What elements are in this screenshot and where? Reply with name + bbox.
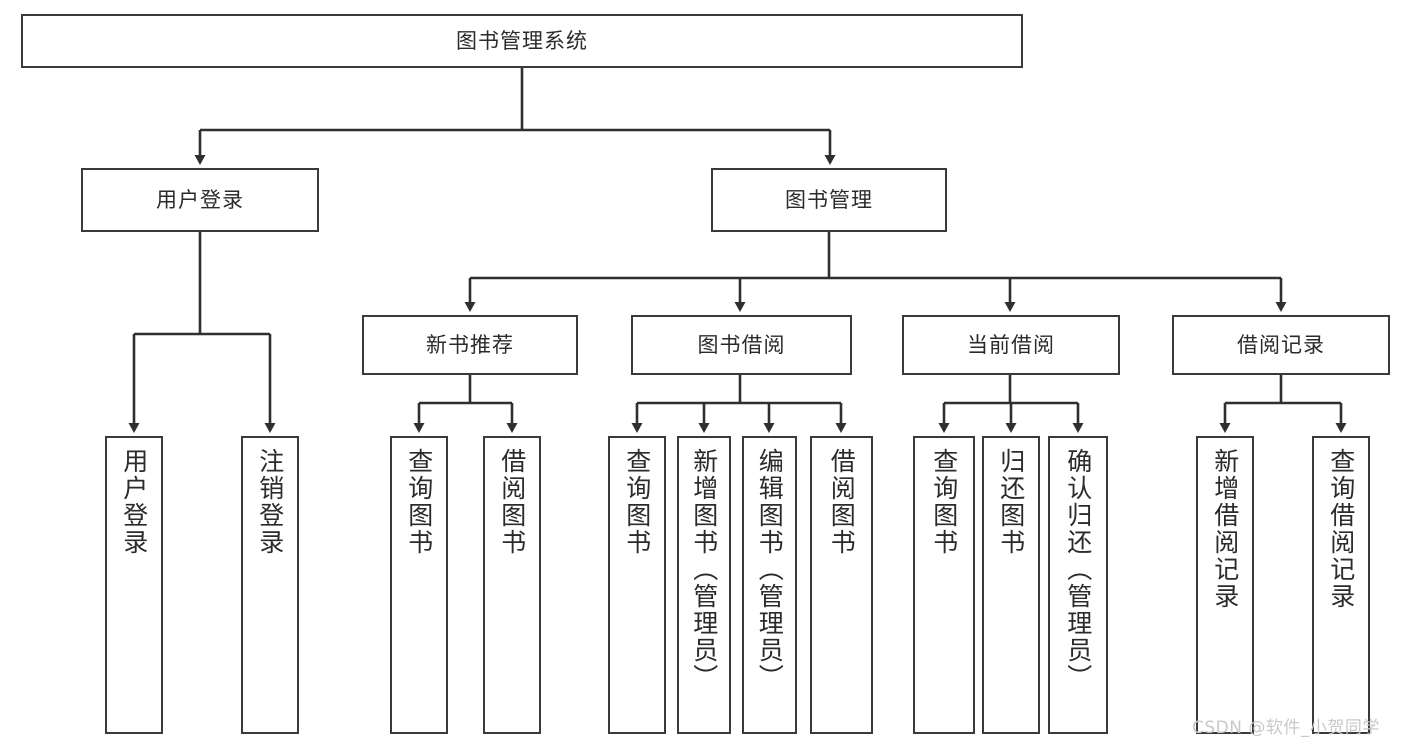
- node-label: 查询借阅记录: [1326, 448, 1356, 610]
- csdn-watermark: CSDN @软件_小贺同学: [1192, 718, 1380, 738]
- node-label: 新增借阅记录: [1210, 448, 1240, 610]
- node-user-login[interactable]: 用户登录: [81, 168, 319, 232]
- node-label: 新书推荐: [426, 332, 514, 357]
- leaf-add-book-admin[interactable]: 新增图书（管理员）: [677, 436, 731, 734]
- node-label: 用户登录: [156, 187, 244, 212]
- node-label: 编辑图书（管理员）: [755, 448, 785, 691]
- node-current-borrow[interactable]: 当前借阅: [902, 315, 1120, 375]
- leaf-query-book-current[interactable]: 查询图书: [913, 436, 975, 734]
- node-label: 用户登录: [119, 448, 149, 556]
- node-label: 注销登录: [255, 448, 285, 556]
- node-label: 查询图书: [929, 448, 959, 556]
- leaf-confirm-return-admin[interactable]: 确认归还（管理员）: [1048, 436, 1108, 734]
- node-label: 借阅记录: [1237, 332, 1325, 357]
- node-borrow-record[interactable]: 借阅记录: [1172, 315, 1390, 375]
- node-root-system[interactable]: 图书管理系统: [21, 14, 1023, 68]
- node-book-management[interactable]: 图书管理: [711, 168, 947, 232]
- node-label: 图书管理: [785, 187, 873, 212]
- node-label: 归还图书: [996, 448, 1026, 556]
- leaf-query-book-recommend[interactable]: 查询图书: [390, 436, 448, 734]
- leaf-user-login[interactable]: 用户登录: [105, 436, 163, 734]
- leaf-borrow-book[interactable]: 借阅图书: [810, 436, 873, 734]
- node-label: 图书管理系统: [456, 28, 588, 53]
- node-label: 确认归还（管理员）: [1063, 448, 1093, 691]
- node-label: 当前借阅: [967, 332, 1055, 357]
- leaf-return-book[interactable]: 归还图书: [982, 436, 1040, 734]
- leaf-query-borrow-record[interactable]: 查询借阅记录: [1312, 436, 1370, 734]
- node-label: 查询图书: [622, 448, 652, 556]
- node-label: 查询图书: [404, 448, 434, 556]
- node-label: 借阅图书: [827, 448, 857, 556]
- leaf-query-book-borrow[interactable]: 查询图书: [608, 436, 666, 734]
- node-book-borrow[interactable]: 图书借阅: [631, 315, 852, 375]
- node-label: 借阅图书: [497, 448, 527, 556]
- leaf-borrow-book-recommend[interactable]: 借阅图书: [483, 436, 541, 734]
- node-new-book-recommend[interactable]: 新书推荐: [362, 315, 578, 375]
- leaf-edit-book-admin[interactable]: 编辑图书（管理员）: [742, 436, 797, 734]
- node-label: 图书借阅: [697, 332, 786, 357]
- leaf-add-borrow-record[interactable]: 新增借阅记录: [1196, 436, 1254, 734]
- leaf-logout[interactable]: 注销登录: [241, 436, 299, 734]
- node-label: 新增图书（管理员）: [689, 448, 719, 691]
